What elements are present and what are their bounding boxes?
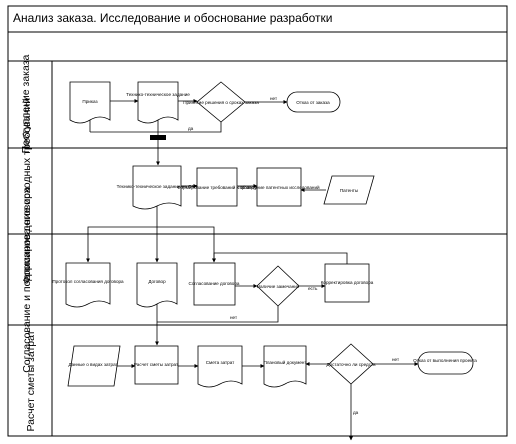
node-decision-funds-label: Достаточно ли средств xyxy=(326,362,376,367)
node-patents xyxy=(323,175,375,205)
edge-label-dec2-no: нет xyxy=(230,315,238,320)
node-raschet xyxy=(134,345,179,385)
node-reject-order-label: Отказ от заказа xyxy=(296,100,330,105)
node-plan xyxy=(263,345,307,388)
node-reject-project-label: Отказ от выполнения проекта xyxy=(413,358,477,363)
lane-4-nodes: Данные о видах затрат Расчет сметы затра… xyxy=(67,304,477,441)
node-prikaz-label: Приказ xyxy=(82,99,97,104)
lane-title-order-intake: Поступление заказа xyxy=(20,54,32,153)
node-dogovor xyxy=(136,262,178,308)
edge-label-dec1-no: нет xyxy=(270,96,278,101)
lane-title-contract: Согласование и подписание договора xyxy=(21,187,33,373)
merge-bar xyxy=(150,135,166,140)
node-protocol xyxy=(65,262,111,308)
edge-label-dec1-yes: да xyxy=(188,126,194,131)
node-decision-timing-label: Принятие решения о сроках заказа xyxy=(183,100,259,105)
node-soglas-label: Согласование договора xyxy=(189,281,240,286)
node-patent-research-label: Проведение патентных исследований xyxy=(238,184,320,190)
edge-tz2-soglas xyxy=(157,226,216,263)
edge-decision-no xyxy=(157,306,279,323)
node-tz1-label: Технико-техническое задание xyxy=(126,92,190,97)
node-protocol-label: Протокол согласования договора xyxy=(52,279,124,284)
node-raschet-label: Расчет сметы затрат xyxy=(134,362,179,367)
lane-title-requirements: Формирова-ние исходных требований xyxy=(21,98,33,284)
node-korrekt-label: Корректировка договора xyxy=(321,280,374,285)
diagram-frame xyxy=(7,5,508,437)
node-plan-label: Плановый документ xyxy=(263,359,307,365)
node-smeta-label: Смета затрат xyxy=(206,360,235,365)
edge-label-dec3-no: нет xyxy=(392,357,400,362)
node-tz2 xyxy=(132,165,182,210)
edge-label-dec2-yes: есть xyxy=(308,286,318,291)
edge-tz2-protocol xyxy=(86,206,158,263)
node-dannye-label: Данные о видах затрат xyxy=(68,362,118,367)
node-korrekt xyxy=(324,263,370,303)
node-patent-research xyxy=(256,167,302,207)
node-dannye xyxy=(67,345,121,387)
lane-1-nodes: Приказ Технико-техническое задание Приня… xyxy=(69,81,341,140)
node-tz2-label: Технико-техническое задание на ОКР xyxy=(117,184,198,189)
node-decision-remarks-label: Наличие замечаний xyxy=(257,283,300,289)
node-dogovor-label: Договор xyxy=(148,279,166,284)
node-form-requirements-label: Формирование требований к объекту xyxy=(177,184,258,190)
edge-label-dec3-yes: да xyxy=(353,410,359,415)
node-prikaz xyxy=(69,81,111,124)
swimlanes: Поступление заказа Формирова-ние исходны… xyxy=(8,54,507,436)
node-patents-label: Патенты xyxy=(340,188,358,193)
lane-title-cost-estimate: Расчет сметы затрат xyxy=(25,330,37,431)
lane-3-nodes: Протокол согласования договора Договор С… xyxy=(52,206,374,323)
diagram-title: Анализ заказа. Исследование и обосновани… xyxy=(13,11,333,25)
edge-decision-yes xyxy=(158,122,222,133)
node-smeta xyxy=(197,345,243,388)
lane-2-nodes: Технико-техническое задание на ОКР Форми… xyxy=(117,140,375,210)
node-tz1 xyxy=(137,81,179,124)
node-soglas xyxy=(193,262,236,306)
edge-korrekt-soglas xyxy=(212,252,348,264)
node-reject-project xyxy=(417,351,474,375)
